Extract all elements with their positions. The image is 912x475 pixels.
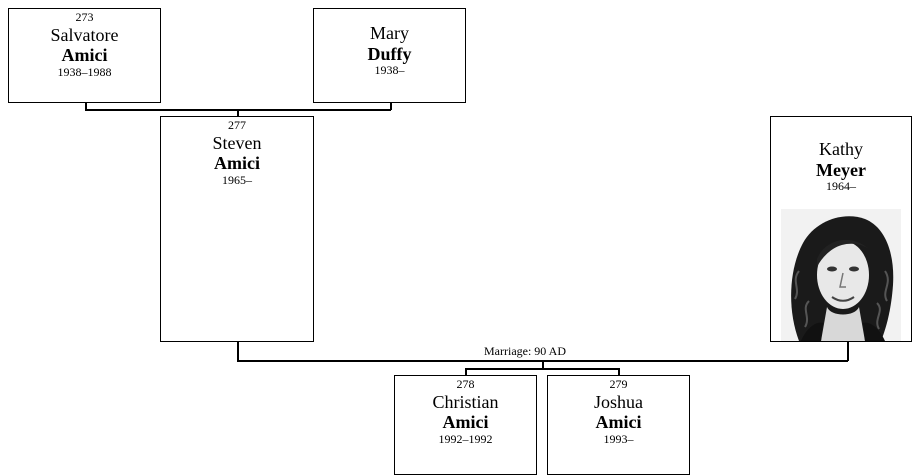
person-card-steven-amici[interactable]: 277 Steven Amici 1965– — [160, 116, 314, 342]
person-id: 273 — [75, 10, 94, 24]
life-dates: 1965– — [222, 173, 252, 188]
marriage-label: Marriage: 90 AD — [482, 344, 568, 359]
connector-to-christian — [465, 368, 467, 376]
person-card-salvatore-amici[interactable]: 273 Salvatore Amici 1938–1988 — [8, 8, 161, 103]
person-card-kathy-meyer[interactable]: Kathy Meyer 1964– — [770, 116, 912, 342]
life-dates: 1964– — [826, 179, 856, 194]
person-id: 277 — [228, 118, 246, 132]
connector-to-joshua — [618, 368, 620, 376]
connector-to-steven — [237, 109, 239, 117]
connector-mary-down — [390, 102, 392, 110]
given-name: Joshua — [594, 391, 643, 412]
connector-marriage-to-children — [542, 360, 544, 369]
surname: Amici — [61, 45, 108, 66]
portrait-photo — [781, 209, 901, 341]
surname: Amici — [442, 412, 489, 433]
surname: Duffy — [367, 43, 412, 64]
connector-children-bar — [465, 368, 619, 370]
connector-kathy-down — [847, 341, 849, 361]
life-dates: 1938– — [374, 63, 405, 78]
given-name: Mary — [370, 23, 409, 43]
person-card-christian-amici[interactable]: 278 Christian Amici 1992–1992 — [394, 375, 537, 475]
life-dates: 1992–1992 — [438, 432, 493, 447]
surname: Amici — [214, 153, 260, 174]
given-name: Kathy — [819, 139, 863, 159]
life-dates: 1993– — [603, 432, 634, 447]
connector-steven-down — [237, 341, 239, 361]
person-card-joshua-amici[interactable]: 279 Joshua Amici 1993– — [547, 375, 690, 475]
given-name: Salvatore — [50, 24, 119, 45]
connector-salvatore-down — [85, 102, 87, 110]
person-id: 279 — [609, 377, 628, 391]
life-dates: 1938–1988 — [57, 65, 112, 80]
surname: Meyer — [816, 159, 866, 180]
surname: Amici — [595, 412, 642, 433]
given-name: Steven — [212, 132, 262, 153]
person-id: 278 — [456, 377, 475, 391]
person-card-mary-duffy[interactable]: Mary Duffy 1938– — [313, 8, 466, 103]
given-name: Christian — [432, 391, 499, 412]
portrait-photo-image — [781, 209, 901, 341]
